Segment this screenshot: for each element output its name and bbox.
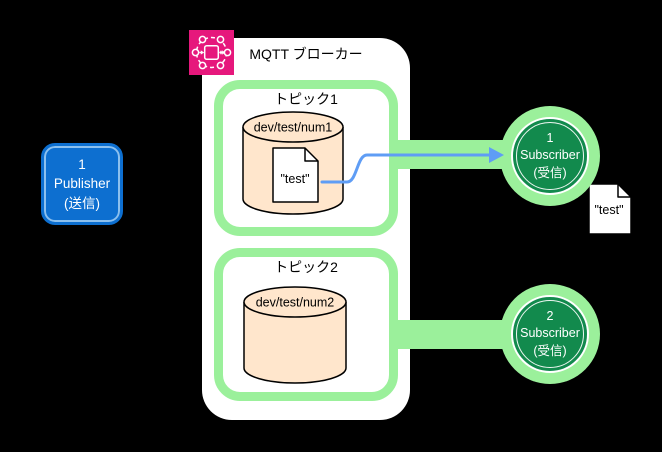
subscriber2-number: 2: [546, 309, 554, 324]
topic2-subscriber2-connector: [392, 320, 504, 349]
message-doc-label: "test": [280, 172, 309, 186]
subscriber2-role: Subscriber: [520, 326, 580, 341]
topic1-path-label: dev/test/num1: [254, 121, 333, 135]
subscriber2-node: 2 Subscriber (受信): [500, 284, 600, 384]
topic1-subscriber1-connector: [392, 140, 504, 169]
topic1-label: トピック1: [274, 91, 338, 107]
topic2-path-label: dev/test/num2: [256, 296, 335, 310]
aws-iot-core-icon: [189, 30, 234, 75]
publisher-number: 1: [78, 157, 86, 173]
subscriber1-role: Subscriber: [520, 148, 580, 163]
publisher-role: Publisher: [53, 176, 111, 192]
received-doc-label: "test": [594, 203, 623, 217]
message-doc-icon: "test": [272, 147, 319, 203]
subscriber1-node: 1 Subscriber (受信): [500, 106, 600, 206]
subscriber1-direction: (受信): [533, 165, 567, 180]
topic2-label: トピック2: [274, 259, 338, 275]
subscriber1-number: 1: [546, 131, 554, 146]
mqtt-broker-title: MQTT ブローカー: [249, 46, 363, 62]
received-doc-icon: "test": [588, 183, 632, 235]
publisher-direction: (送信): [64, 195, 100, 211]
topic2-cylinder: dev/test/num2: [243, 286, 347, 384]
subscriber1-disc: 1 Subscriber (受信): [511, 117, 589, 195]
publisher-node: 1 Publisher (送信): [41, 143, 123, 225]
subscriber2-direction: (受信): [533, 343, 567, 358]
subscriber2-disc: 2 Subscriber (受信): [511, 295, 589, 373]
